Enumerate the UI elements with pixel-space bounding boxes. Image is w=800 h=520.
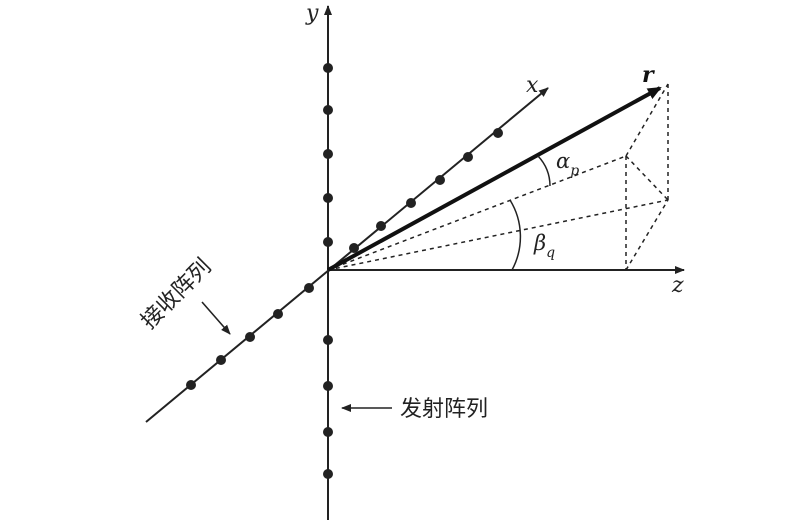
x-axis-label: x <box>526 73 539 98</box>
vector-r <box>327 86 662 272</box>
x-axis <box>145 87 549 423</box>
alpha-label: αp <box>556 149 579 179</box>
receive-element <box>304 283 314 293</box>
y-axis-label: y <box>305 1 319 26</box>
receive-element <box>463 152 473 162</box>
transmit-element <box>323 427 333 437</box>
receive-element <box>349 243 359 253</box>
vector-r-label: r <box>642 62 655 88</box>
projection-lines <box>327 83 669 271</box>
beta-label: βq <box>533 231 555 261</box>
receive-element <box>186 380 196 390</box>
transmit-array-label: 发射阵列 <box>400 397 488 422</box>
receive-element <box>435 175 445 185</box>
receive-element <box>493 128 503 138</box>
transmit-element <box>323 149 333 159</box>
receive-element <box>273 309 283 319</box>
z-axis-label: z <box>671 273 684 298</box>
transmit-element <box>323 381 333 391</box>
transmit-element <box>323 469 333 479</box>
transmit-element <box>323 105 333 115</box>
receive-element <box>245 332 255 342</box>
receive-array-elements <box>186 128 503 390</box>
transmit-element <box>323 335 333 345</box>
receive-array-label: 接收阵列 <box>137 254 217 334</box>
beta-arc <box>509 199 522 271</box>
receive-element <box>216 355 226 365</box>
receive-element <box>376 221 386 231</box>
transmit-element <box>323 193 333 203</box>
transmit-element <box>323 237 333 247</box>
receive-element <box>406 198 416 208</box>
transmit-array-elements <box>323 63 333 479</box>
receive-array-pointer <box>201 301 231 335</box>
transmit-element <box>323 63 333 73</box>
alpha-arc <box>537 155 551 187</box>
